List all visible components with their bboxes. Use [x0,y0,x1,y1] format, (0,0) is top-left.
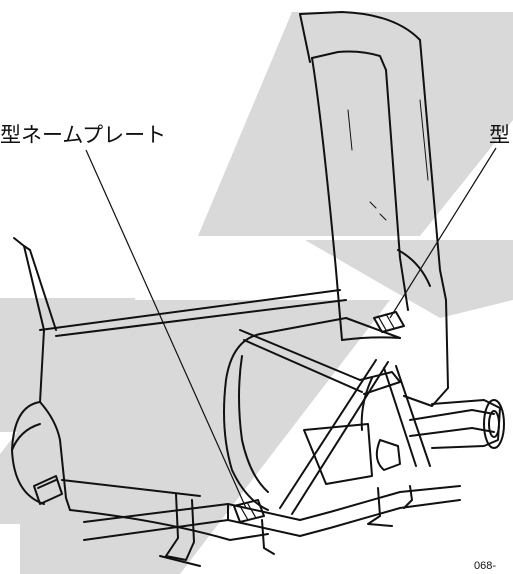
leader-line-right [389,147,497,319]
name-plate-callout-right: 型 [489,123,510,147]
leader-lines [85,147,497,509]
machine-drawing [11,11,505,567]
figure-code: 068- [474,560,497,572]
name-plate-callout-left: 型ネームプレート [0,123,167,147]
watermark-logo [0,12,513,574]
leader-line-left [85,149,247,509]
